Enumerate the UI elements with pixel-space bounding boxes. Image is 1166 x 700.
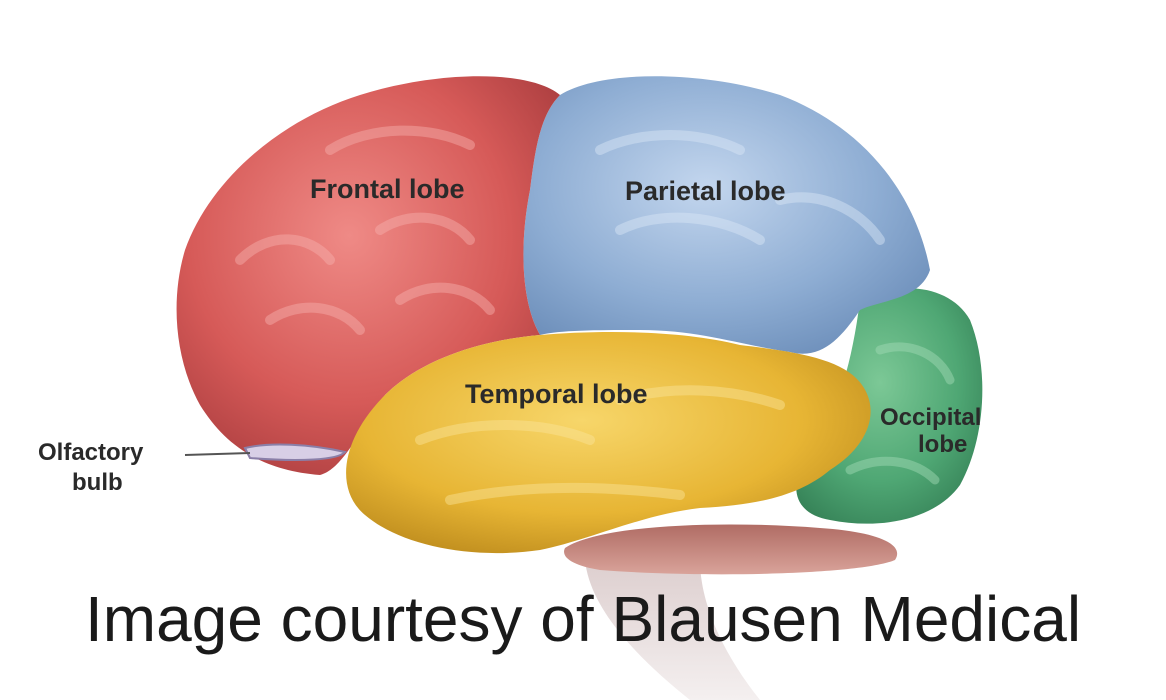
occipital-lobe bbox=[796, 288, 983, 524]
olfactory-bulb-label-line1: Olfactory bbox=[38, 439, 144, 466]
olfactory-pointer-line bbox=[184, 452, 251, 456]
occipital-lobe-label-line2: lobe bbox=[918, 431, 967, 458]
parietal-lobe bbox=[523, 76, 930, 354]
frontal-lobe bbox=[176, 76, 560, 475]
brainstem bbox=[585, 560, 760, 700]
temporal-lobe bbox=[346, 332, 871, 554]
occipital-lobe-label-line1: Occipital bbox=[880, 404, 981, 431]
cerebellum bbox=[564, 524, 898, 575]
olfactory-bulb bbox=[243, 443, 347, 461]
temporal-lobe-label: Temporal lobe bbox=[465, 379, 648, 409]
gyri-texture bbox=[235, 125, 955, 505]
image-credit: Image courtesy of Blausen Medical bbox=[84, 583, 1082, 655]
olfactory-bulb-label-line2: bulb bbox=[72, 469, 123, 496]
frontal-lobe-label: Frontal lobe bbox=[310, 174, 465, 204]
parietal-lobe-label: Parietal lobe bbox=[625, 176, 786, 206]
